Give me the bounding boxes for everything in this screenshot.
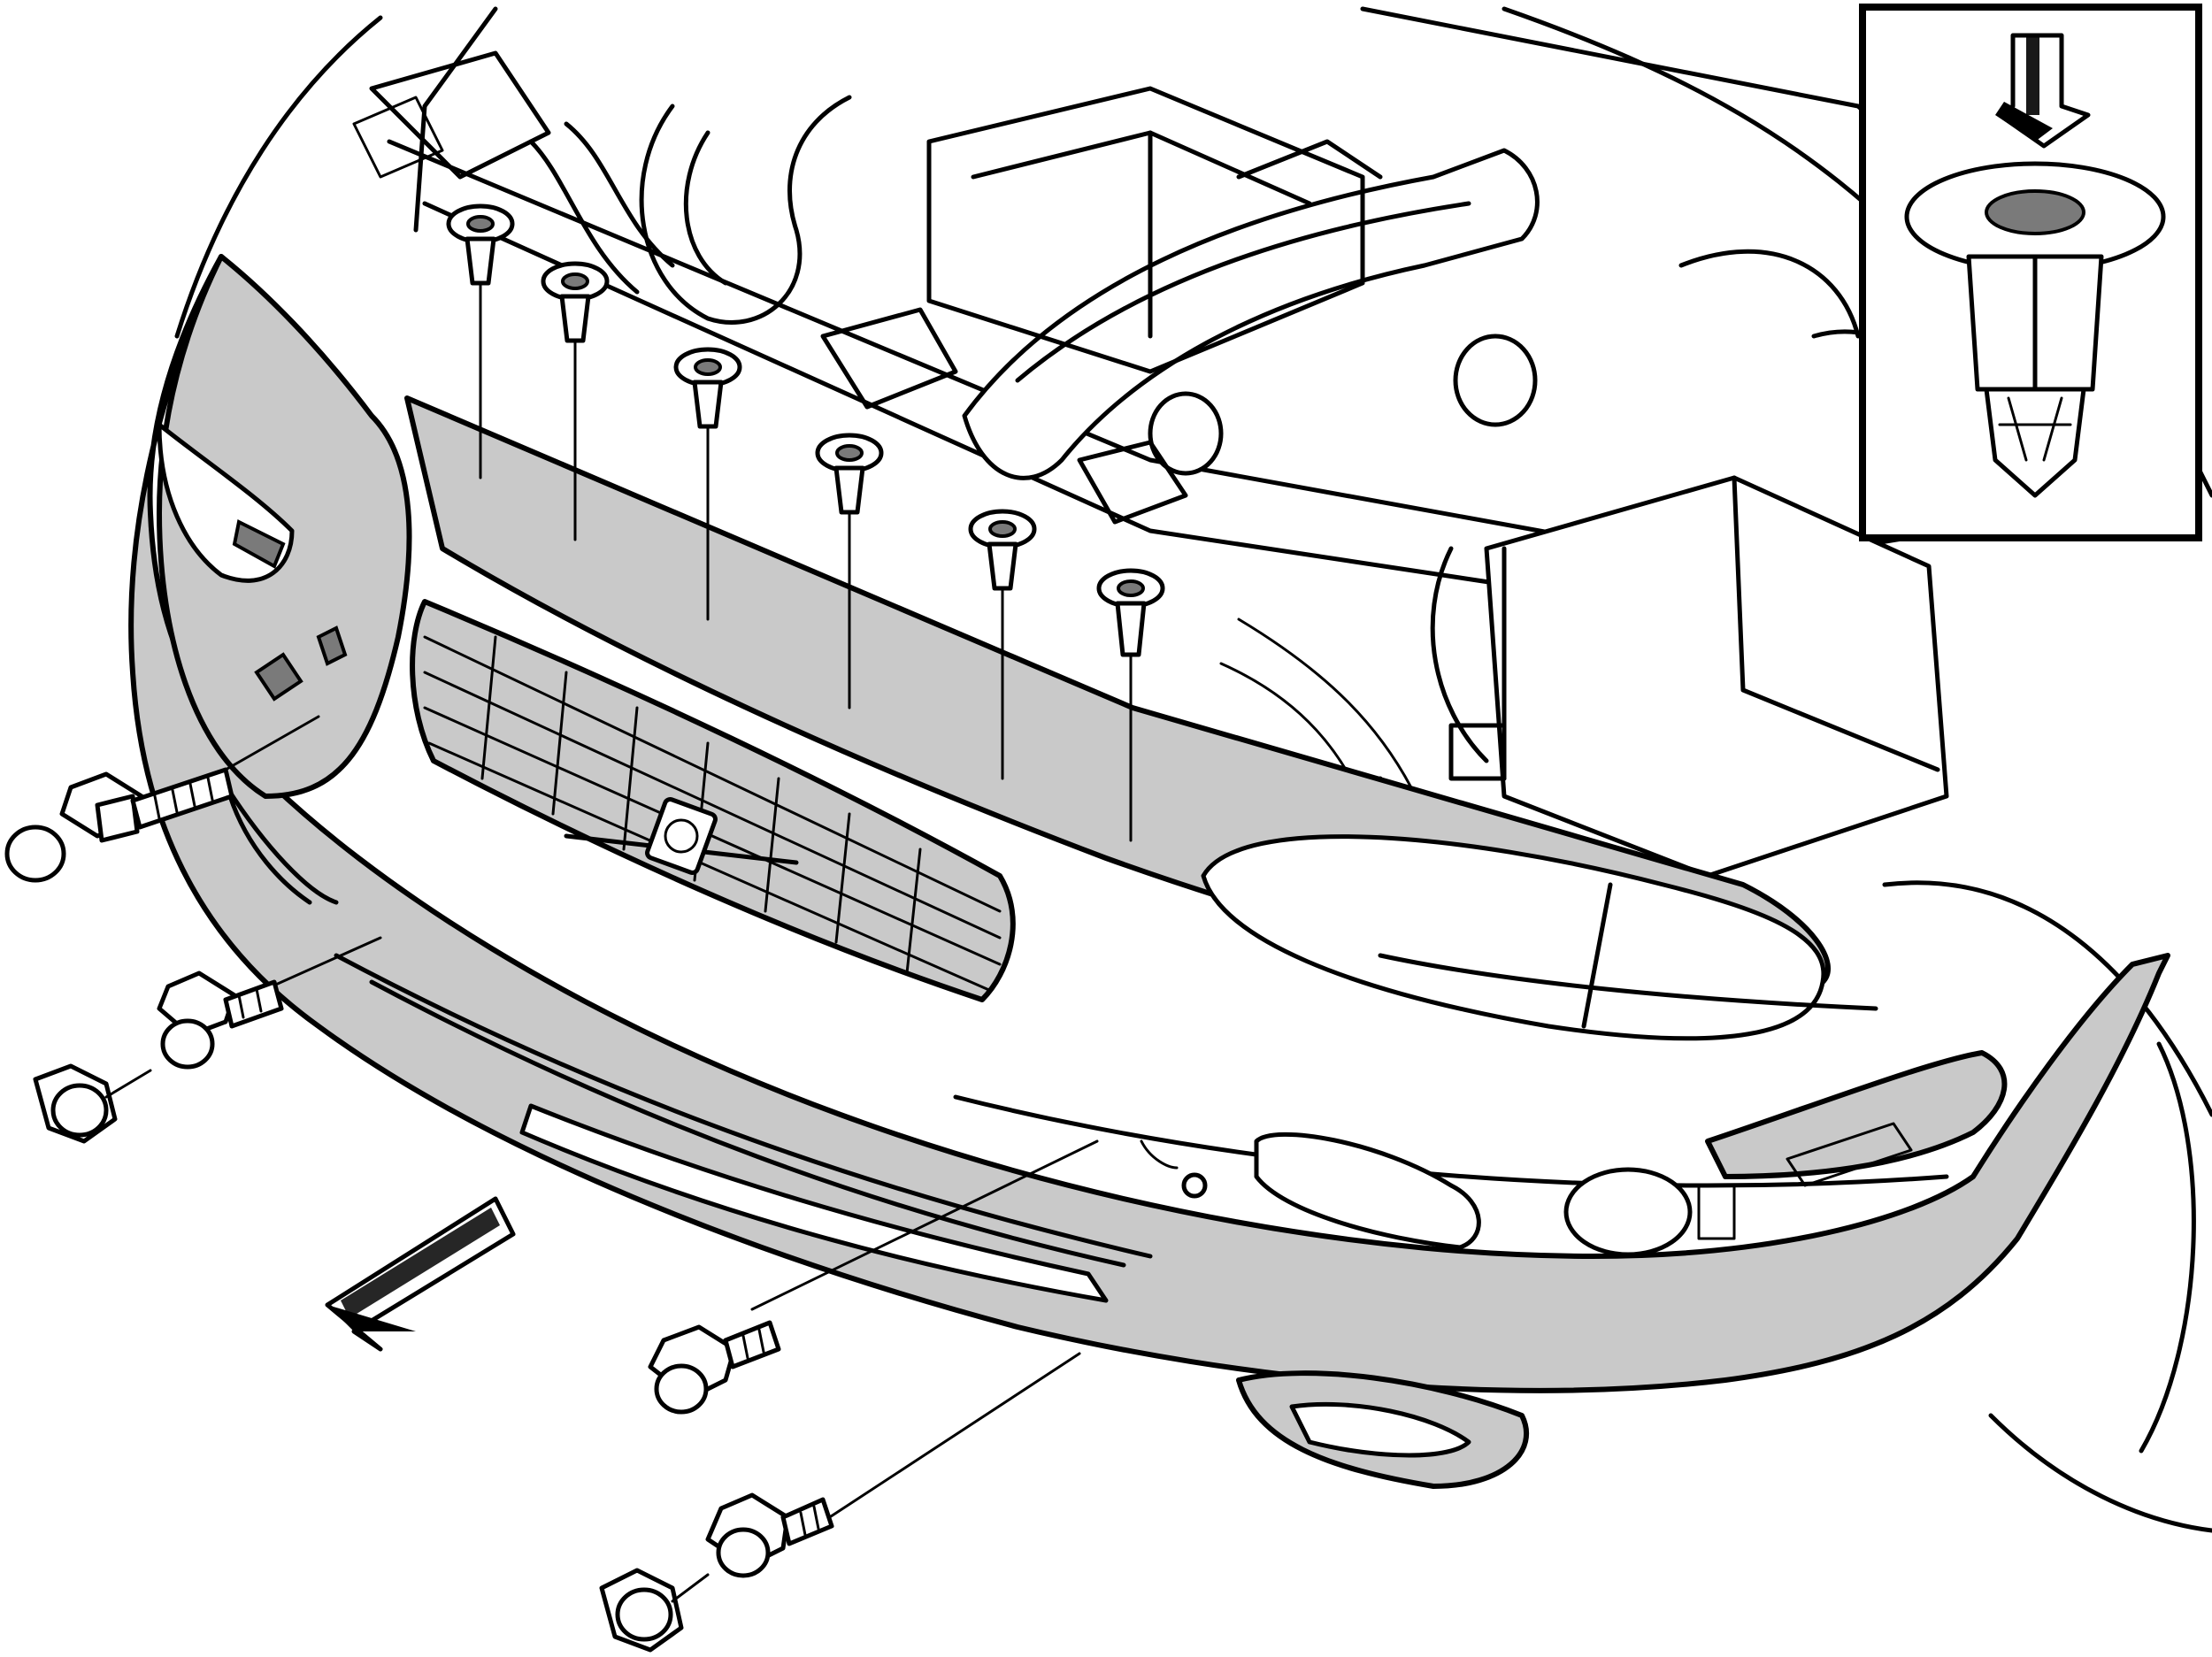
push-clip: [1096, 568, 1165, 842]
bolt: [648, 1320, 781, 1415]
lower-grille-slot: [519, 1103, 1109, 1303]
intake-hose: [962, 148, 1540, 480]
bolt: [705, 1492, 834, 1578]
lower-fasteners: [599, 1139, 1099, 1653]
push-clips: [446, 203, 1165, 842]
nut: [33, 1063, 152, 1144]
bolt: [4, 767, 234, 883]
wheel-arch: [1988, 1413, 2212, 1533]
engine-bay: [174, 6, 2212, 1533]
push-clip: [815, 433, 884, 710]
push-clip: [446, 203, 515, 479]
push-clip-inset: [1859, 4, 2202, 541]
bolt: [157, 970, 284, 1070]
tow-eye-cover: [1254, 1132, 1481, 1250]
left-side-fasteners: [4, 715, 382, 1144]
right-side-marker: [1705, 1050, 2008, 1179]
fender-left-outline: [174, 15, 383, 339]
headlight-opening: [1201, 834, 1826, 1041]
arrow-down-icon: [1995, 33, 2091, 149]
push-clip: [541, 261, 610, 541]
arrow-pull-forward-icon: [325, 1196, 516, 1352]
bumper-cover: [128, 254, 2170, 1489]
badge-icon: [645, 797, 718, 875]
push-clip: [673, 347, 742, 621]
nut: [599, 1568, 710, 1653]
push-clip: [968, 509, 1037, 780]
